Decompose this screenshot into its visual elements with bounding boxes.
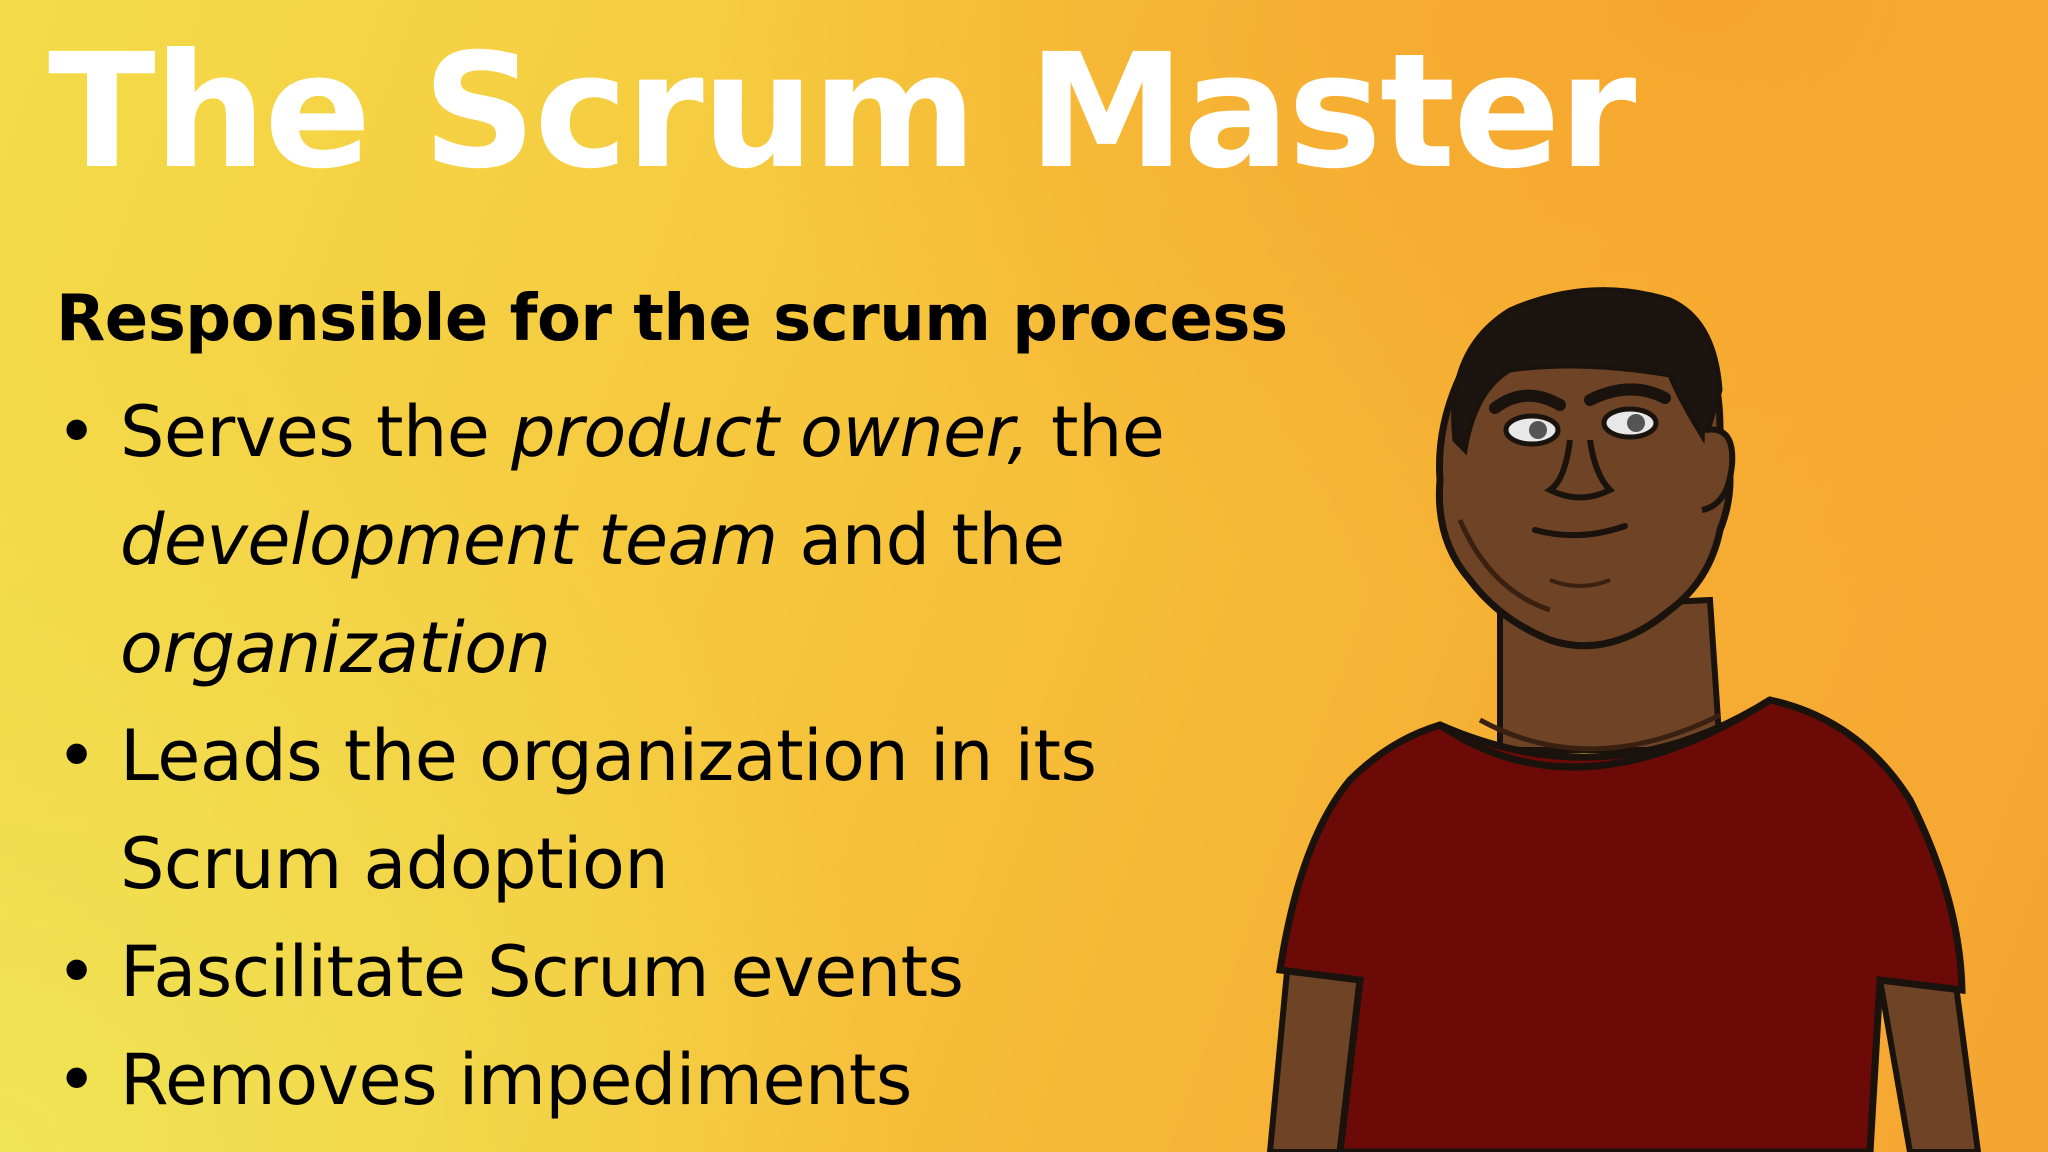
bullet-text-segment: Serves the bbox=[120, 391, 512, 473]
hair bbox=[1451, 287, 1723, 456]
right-brow bbox=[1584, 383, 1671, 406]
left-brow bbox=[1489, 389, 1566, 414]
bullet-dot-icon: • bbox=[56, 715, 97, 797]
bullet-item: • Serves the product owner, the developm… bbox=[56, 378, 1236, 702]
bullet-text-segment: product owner, bbox=[511, 391, 1030, 473]
neck-shadow bbox=[1478, 712, 1722, 752]
bullet-item: • Removes impediments bbox=[56, 1026, 1236, 1134]
bullet-text-segment: Fascilitate Scrum events bbox=[120, 931, 964, 1013]
bullet-item: • Fascilitate Scrum events bbox=[56, 918, 1236, 1026]
bullet-text-segment: Leads the organization in its Scrum adop… bbox=[120, 715, 1097, 905]
scrum-master-character-illustration-icon bbox=[1266, 287, 1982, 1152]
bullet-text-segment: organization bbox=[120, 607, 551, 689]
bullet-text-segment: development team bbox=[120, 499, 778, 581]
left-pupil bbox=[1529, 421, 1547, 439]
shirt-collar bbox=[1438, 697, 1772, 771]
chin-line bbox=[1549, 578, 1611, 588]
bullet-text-segment: and the bbox=[777, 499, 1065, 581]
bullet-text-segment: the bbox=[1029, 391, 1165, 473]
slide-subtitle: Responsible for the scrum process bbox=[56, 282, 1288, 356]
bullet-dot-icon: • bbox=[56, 391, 97, 473]
mouth bbox=[1532, 523, 1628, 539]
bullet-item: • Leads the organization in its Scrum ad… bbox=[56, 702, 1236, 918]
bullet-dot-icon: • bbox=[56, 1039, 97, 1121]
bullet-dot-icon: • bbox=[56, 931, 97, 1013]
bullet-text-segment: Removes impediments bbox=[120, 1039, 912, 1121]
shirt bbox=[1275, 696, 1966, 1152]
right-pupil bbox=[1627, 414, 1645, 432]
nose bbox=[1544, 439, 1616, 501]
slide-title: The Scrum Master bbox=[48, 20, 1636, 204]
bullet-list: • Serves the product owner, the developm… bbox=[56, 378, 1236, 1134]
ear bbox=[1701, 426, 1736, 513]
jaw-shadow bbox=[1457, 519, 1551, 613]
